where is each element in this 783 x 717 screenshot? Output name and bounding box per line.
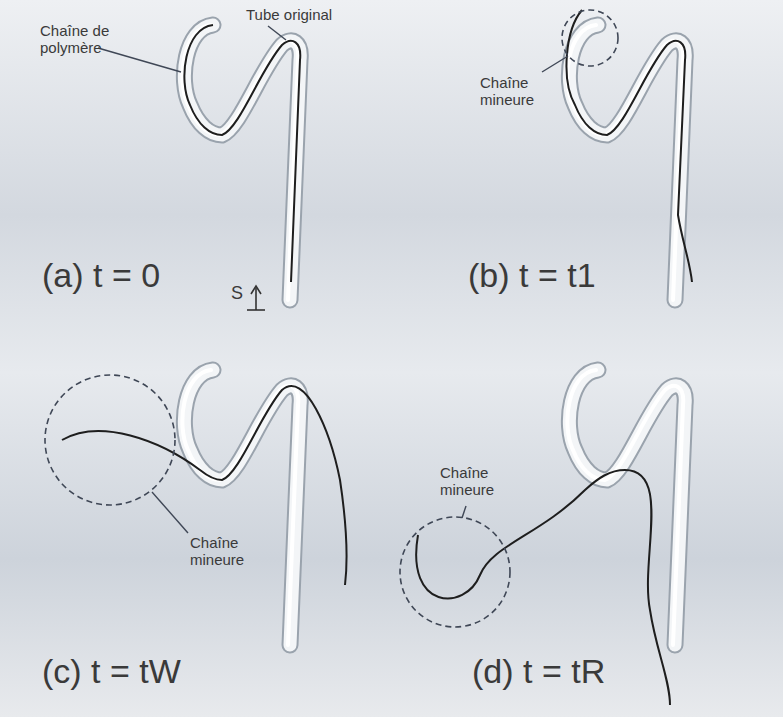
tube-c	[182, 370, 300, 645]
leader-line	[542, 56, 568, 72]
polymer-chain	[567, 10, 692, 282]
coordinate-arrow	[247, 286, 265, 310]
panel-label: (d) t = tR	[472, 652, 605, 691]
chain-label: Chaîne de polymère	[40, 22, 130, 57]
highlight-circle	[562, 10, 618, 66]
leader-line	[462, 506, 466, 518]
tube-d	[567, 370, 685, 645]
polymer-chain	[416, 470, 670, 705]
tube-label: Tube original	[246, 6, 332, 23]
highlight-circle	[45, 375, 175, 505]
leader-line	[268, 26, 286, 40]
leader-line	[98, 48, 181, 72]
panel-label: (c) t = tW	[42, 652, 181, 691]
polymer-chain	[184, 25, 300, 282]
panel-label: (a) t = 0	[42, 256, 160, 295]
callout-label: Chaîne mineure	[190, 534, 260, 569]
callout-label: Chaîne mineure	[440, 464, 510, 499]
leader-line	[152, 492, 188, 533]
highlight-circle	[400, 517, 510, 627]
polymer-chain	[62, 386, 346, 585]
callout-label: Chaîne mineure	[480, 74, 550, 109]
axis-label: S	[231, 283, 243, 304]
panel-label: (b) t = t1	[468, 256, 596, 295]
tube-a	[182, 25, 300, 300]
